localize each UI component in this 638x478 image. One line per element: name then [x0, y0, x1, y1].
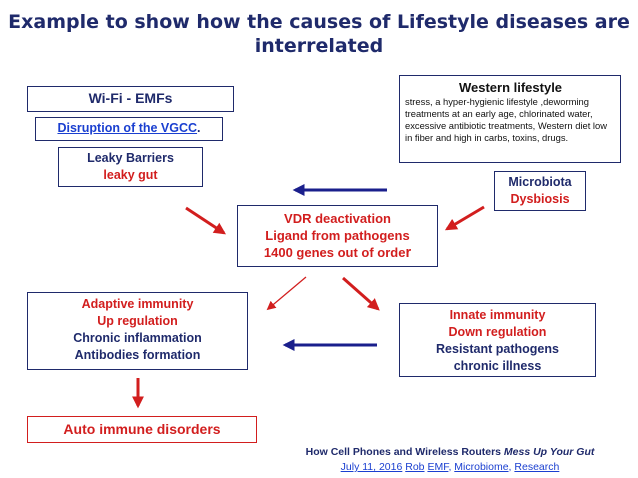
down-regulation-label: Down regulation — [448, 325, 547, 339]
autoimmune-disorders-node: Auto immune disorders — [27, 416, 257, 443]
arrow-vdr-to-adaptive — [266, 276, 307, 311]
western-lifestyle-body: stress, a hyper-hygienic lifestyle ,dewo… — [405, 96, 607, 143]
western-lifestyle-heading: Western lifestyle — [458, 80, 563, 95]
source-author-link[interactable]: Rob — [405, 461, 425, 473]
chronic-illness-label: chronic illness — [453, 359, 542, 373]
source-tag-research-link[interactable]: Research — [514, 461, 560, 473]
up-regulation-label: Up regulation — [97, 314, 178, 328]
innate-immunity-label: Innate immunity — [449, 308, 546, 322]
western-lifestyle-node: Western lifestyle stress, a hyper-hygien… — [399, 75, 621, 163]
vgcc-link[interactable]: Disruption of the VGCC — [57, 121, 198, 135]
adaptive-immunity-node: Adaptive immunity Up regulation Chronic … — [27, 292, 248, 370]
source-meta: July 11, 2016 Rob EMF, Microbiome, Resea… — [340, 461, 560, 473]
page-title: Example to show how the causes of Lifest… — [8, 11, 630, 57]
innate-immunity-node: Innate immunity Down regulation Resistan… — [399, 303, 596, 377]
leaky-barriers-label: Leaky Barriers — [87, 151, 174, 165]
vgcc-node: Disruption of the VGCC. — [35, 117, 223, 141]
leaky-gut-label: leaky gut — [103, 168, 158, 182]
source-citation: How Cell Phones and Wireless Routers Mes… — [265, 445, 635, 475]
source-tag-emf-link[interactable]: EMF — [427, 461, 449, 473]
source-title: How Cell Phones and Wireless Routers Mes… — [305, 446, 595, 458]
ligand-label: Ligand from pathogens — [265, 228, 410, 243]
source-tag-microbiome-link[interactable]: Microbiome — [454, 461, 509, 473]
microbiota-label: Microbiota — [508, 175, 572, 189]
microbiota-node: Microbiota Dysbiosis — [494, 171, 586, 211]
vgcc-period: . — [197, 121, 201, 135]
arrow-vdr-to-innate — [342, 276, 380, 311]
vdr-deactivation-label: VDR deactivation — [284, 211, 391, 226]
wifi-emf-node: Wi-Fi - EMFs — [27, 86, 234, 112]
genes-label: 1400 genes out of order — [263, 245, 412, 261]
dysbiosis-label: Dysbiosis — [510, 192, 570, 206]
resistant-pathogens-label: Resistant pathogens — [436, 342, 559, 356]
leaky-barriers-node: Leaky Barriers leaky gut — [58, 147, 203, 187]
adaptive-immunity-label: Adaptive immunity — [81, 297, 194, 311]
antibodies-formation-label: Antibodies formation — [74, 348, 201, 362]
source-date-link[interactable]: July 11, 2016 — [340, 461, 403, 473]
vdr-node: VDR deactivation Ligand from pathogens 1… — [237, 205, 438, 267]
arrow-microbiota-to-vdr — [444, 205, 485, 231]
chronic-inflammation-label: Chronic inflammation — [73, 331, 202, 345]
arrow-leaky-to-vdr — [185, 206, 227, 235]
